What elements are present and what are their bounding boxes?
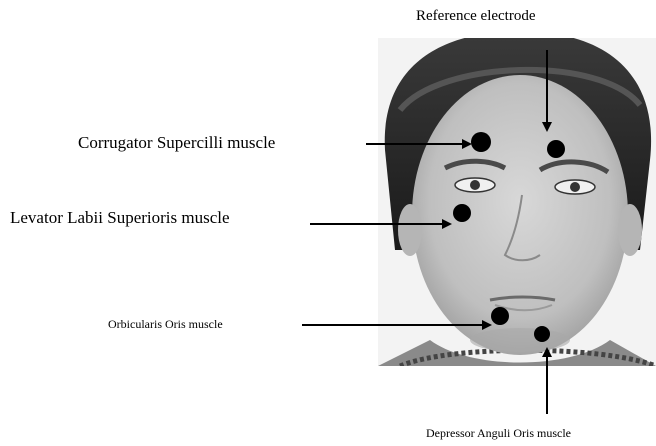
reference-electrode-dot — [547, 140, 565, 158]
corrugator-label: Corrugator Supercilli muscle — [78, 134, 275, 151]
levator-electrode-dot — [453, 204, 471, 222]
reference-electrode-label: Reference electrode — [416, 9, 536, 24]
depressor-electrode-dot — [534, 326, 550, 342]
depressor-label: Depressor Anguli Oris muscle — [426, 427, 571, 439]
corrugator-electrode-dot — [471, 132, 491, 152]
orbicularis-label: Orbicularis Oris muscle — [108, 318, 223, 330]
orbicularis-electrode-dot — [491, 307, 509, 325]
levator-label: Levator Labii Superioris muscle — [10, 209, 230, 226]
